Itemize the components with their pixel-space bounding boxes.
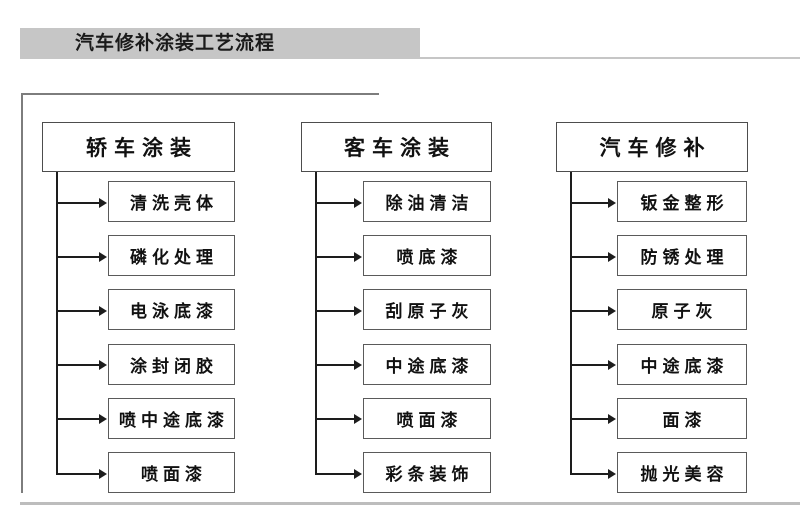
page-bottom-rule xyxy=(20,502,800,505)
flow-step-label: 彩条装饰 xyxy=(385,465,474,484)
flow-step-box[interactable]: 彩条装饰 xyxy=(363,452,491,493)
flow-step-label: 清洗壳体 xyxy=(130,194,218,213)
flow-step-box[interactable]: 中途底漆 xyxy=(363,343,491,385)
flow-arrow-icon xyxy=(99,360,107,370)
flow-connector-trunk xyxy=(570,172,572,474)
flow-arrow-icon xyxy=(99,252,107,262)
flow-arrow-icon xyxy=(608,360,616,370)
page-title: 汽车修补涂装工艺流程 xyxy=(75,33,276,54)
flow-step-label: 中途底漆 xyxy=(385,356,474,376)
flow-arrow-icon xyxy=(354,198,362,208)
flow-connector-branch xyxy=(56,418,99,420)
flow-step-box[interactable]: 喷面漆 xyxy=(363,397,491,439)
flow-step-box[interactable]: 喷底漆 xyxy=(363,235,491,277)
flow-step-box[interactable]: 喷中途底漆 xyxy=(108,397,235,439)
title-banner-background xyxy=(20,28,420,59)
flow-step-label: 喷面漆 xyxy=(396,410,463,430)
flow-connector-branch xyxy=(56,256,99,258)
flow-step-label: 刮原子灰 xyxy=(385,302,474,322)
flow-step-box[interactable]: 防锈处理 xyxy=(617,235,747,277)
flow-step-label: 磷化处理 xyxy=(130,248,218,268)
diagram-frame-left-border xyxy=(21,93,23,493)
flow-connector-branch xyxy=(315,202,354,204)
flow-arrow-icon xyxy=(354,360,362,370)
flow-header-box-bus-painting[interactable]: 客车涂装 xyxy=(301,122,492,172)
flow-step-label: 涂封闭胶 xyxy=(130,356,218,376)
flow-step-box[interactable]: 喷面漆 xyxy=(108,452,235,493)
flow-header-label: 客车涂装 xyxy=(344,137,456,160)
flow-connector-branch xyxy=(315,364,354,366)
flow-arrow-icon xyxy=(354,469,362,479)
flow-step-box[interactable]: 刮原子灰 xyxy=(363,289,491,331)
flow-step-label: 电泳底漆 xyxy=(130,302,218,322)
flow-connector-branch xyxy=(570,364,608,366)
flow-arrow-icon xyxy=(354,252,362,262)
flow-step-label: 喷面漆 xyxy=(141,465,207,484)
flow-step-box[interactable]: 清洗壳体 xyxy=(108,181,235,222)
flow-connector-trunk xyxy=(315,172,317,474)
flow-header-label: 汽车修补 xyxy=(599,137,712,160)
flow-arrow-icon xyxy=(99,198,107,208)
flow-arrow-icon xyxy=(608,414,616,424)
flow-step-box[interactable]: 电泳底漆 xyxy=(108,289,235,331)
flow-arrow-icon xyxy=(608,469,616,479)
flow-arrow-icon xyxy=(608,252,616,262)
flow-step-box[interactable]: 涂封闭胶 xyxy=(108,343,235,385)
flow-step-label: 防锈处理 xyxy=(640,248,729,268)
flow-step-box[interactable]: 钣金整形 xyxy=(617,181,747,222)
flow-connector-branch xyxy=(56,364,99,366)
flow-step-box[interactable]: 面漆 xyxy=(617,397,747,439)
flow-connector-branch xyxy=(56,473,99,475)
flow-connector-branch xyxy=(315,473,354,475)
flow-step-label: 除油清洁 xyxy=(385,194,474,213)
flow-arrow-icon xyxy=(354,306,362,316)
flow-connector-branch xyxy=(315,310,354,312)
flow-connector-branch xyxy=(56,310,99,312)
flow-step-label: 抛光美容 xyxy=(640,465,729,484)
flow-step-box[interactable]: 抛光美容 xyxy=(617,452,747,493)
flow-connector-branch xyxy=(570,256,608,258)
flow-connector-branch xyxy=(315,256,354,258)
flow-step-box[interactable]: 中途底漆 xyxy=(617,343,747,385)
flow-connector-branch xyxy=(56,202,99,204)
flow-step-label: 喷底漆 xyxy=(396,248,463,268)
flow-header-box-auto-refinish[interactable]: 汽车修补 xyxy=(556,122,748,172)
flow-header-box-sedan-painting[interactable]: 轿车涂装 xyxy=(42,122,235,172)
flow-connector-branch xyxy=(315,418,354,420)
flow-connector-branch xyxy=(570,473,608,475)
flow-arrow-icon xyxy=(608,198,616,208)
flow-step-label: 面漆 xyxy=(662,410,707,430)
flow-step-box[interactable]: 磷化处理 xyxy=(108,235,235,277)
flow-arrow-icon xyxy=(99,414,107,424)
flow-arrow-icon xyxy=(608,306,616,316)
flow-header-label: 轿车涂装 xyxy=(86,137,198,160)
flow-step-label: 中途底漆 xyxy=(640,356,729,376)
flow-connector-branch xyxy=(570,202,608,204)
flow-connector-branch xyxy=(570,310,608,312)
flow-arrow-icon xyxy=(354,414,362,424)
flow-connector-branch xyxy=(570,418,608,420)
flow-step-label: 原子灰 xyxy=(651,302,718,322)
flow-step-label: 钣金整形 xyxy=(640,194,729,213)
title-underline-rule xyxy=(420,57,800,59)
flow-step-box[interactable]: 原子灰 xyxy=(617,289,747,331)
flow-arrow-icon xyxy=(99,306,107,316)
flow-connector-trunk xyxy=(56,172,58,474)
diagram-frame-top-border xyxy=(21,93,379,95)
flow-step-box[interactable]: 除油清洁 xyxy=(363,181,491,222)
flow-step-label: 喷中途底漆 xyxy=(119,410,229,430)
flow-arrow-icon xyxy=(99,469,107,479)
